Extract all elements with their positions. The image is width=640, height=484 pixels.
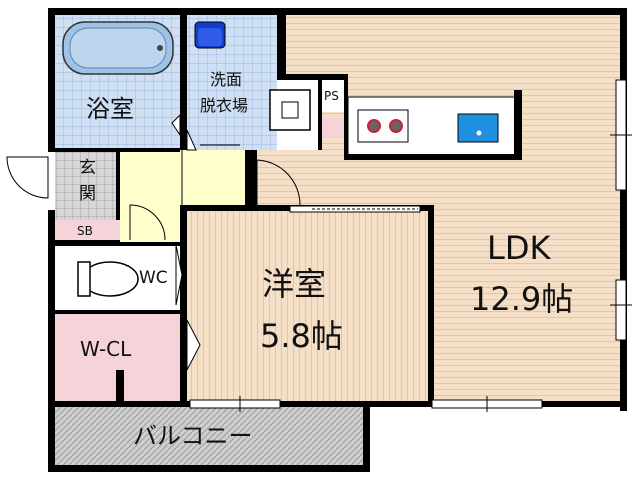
ldk-name: LDK bbox=[487, 229, 551, 267]
washroom-label-line2: 脱衣場 bbox=[200, 96, 249, 115]
entrance-floor bbox=[55, 150, 120, 220]
wash-basin-icon bbox=[269, 89, 311, 131]
hall-floor-lower bbox=[120, 205, 182, 245]
doors bbox=[6, 113, 301, 371]
ps-floor bbox=[322, 80, 348, 112]
kitchen-sink-icon bbox=[457, 113, 499, 143]
sink-drain-icon bbox=[476, 130, 482, 136]
shoebox-label: SB bbox=[77, 224, 93, 238]
ps-lower bbox=[322, 118, 348, 138]
balcony-floor bbox=[55, 407, 370, 465]
closet-label: W-CL bbox=[80, 337, 132, 361]
shoebox-floor bbox=[55, 220, 120, 242]
wc-label: WC bbox=[139, 268, 168, 288]
western-room-size: 5.8帖 bbox=[260, 317, 343, 355]
burner-left-icon bbox=[367, 119, 381, 133]
walls bbox=[48, 8, 627, 472]
windows bbox=[189, 79, 632, 412]
ldk-size: 12.9帖 bbox=[470, 280, 574, 318]
ps-label: PS bbox=[324, 89, 339, 103]
hall-floor bbox=[120, 150, 250, 205]
washroom-label-line1: 洗面 bbox=[210, 70, 243, 89]
bath-label: 浴室 bbox=[86, 95, 134, 123]
burner-right-icon bbox=[389, 119, 403, 133]
western-room-floor bbox=[187, 210, 432, 405]
balcony-label: バルコニー bbox=[133, 422, 253, 450]
entrance-label-line1: 玄 bbox=[79, 158, 96, 178]
western-room-name: 洋室 bbox=[262, 265, 327, 303]
entrance-label-line2: 関 bbox=[79, 184, 96, 204]
